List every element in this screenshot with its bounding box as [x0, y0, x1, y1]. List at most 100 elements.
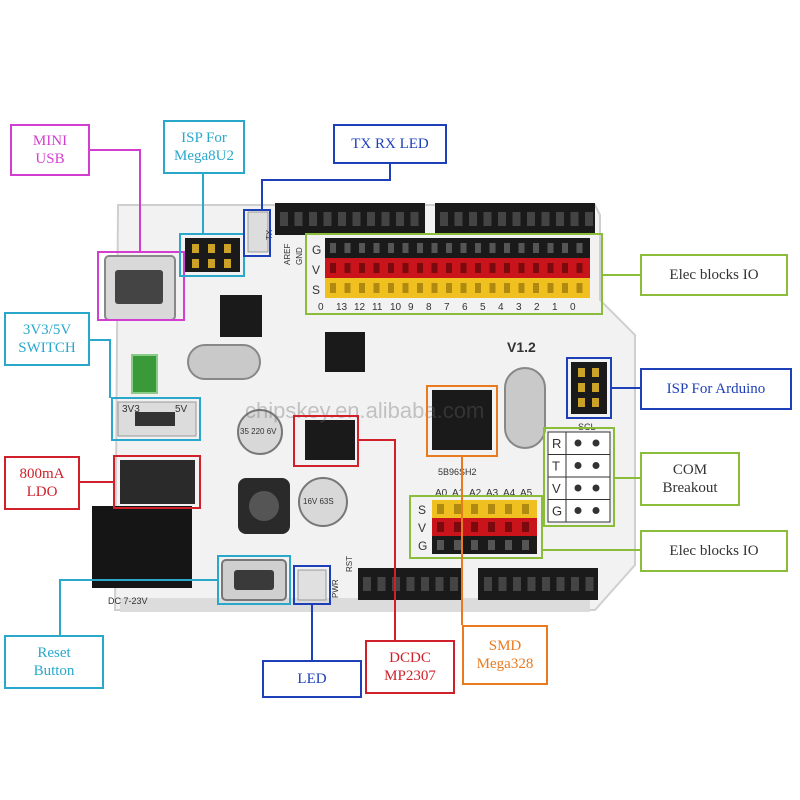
com-label: V — [552, 481, 561, 496]
pin-dot — [388, 263, 394, 273]
pin-row-g-bottom — [432, 536, 537, 554]
callout-switch: 3V3/5V SWITCH — [4, 312, 90, 366]
header-hole — [483, 212, 492, 226]
pin-row-v-bottom — [432, 518, 537, 536]
pin-dot — [344, 243, 351, 253]
com-pin — [574, 439, 582, 447]
header-hole — [367, 212, 375, 226]
watermark: chipskey.en.alibaba.com — [245, 398, 484, 423]
dc-jack — [92, 506, 192, 588]
header-hole — [323, 212, 332, 226]
isp-pin — [592, 383, 599, 392]
pin-dot — [489, 283, 496, 293]
pin-dot — [547, 263, 554, 273]
pin-dot — [388, 283, 394, 293]
analog-label: A0 — [435, 488, 448, 499]
header-hole — [513, 577, 521, 591]
isp-arduino-header — [571, 362, 607, 414]
pin-dot — [417, 263, 423, 273]
callout-ldo: 800mA LDO — [4, 456, 80, 510]
pin-dot — [505, 540, 512, 550]
cap-2-label: 16V 63S — [303, 497, 334, 506]
pin-dot — [446, 283, 452, 293]
pin-dot — [488, 522, 495, 532]
isp-pin — [192, 259, 199, 268]
pin-dot — [489, 263, 496, 273]
pin-dot — [454, 522, 461, 532]
pin-number: 10 — [390, 302, 402, 313]
isp-pin — [592, 368, 599, 377]
isp-pin — [578, 383, 585, 392]
pin-dot — [330, 283, 336, 293]
bottom-pin-dots — [437, 504, 529, 550]
pin-dot — [359, 263, 365, 273]
pin-dot — [576, 263, 583, 273]
pin-dot — [373, 263, 380, 273]
pin-number: 13 — [336, 302, 348, 313]
header-hole — [377, 577, 386, 591]
highlight-tx-rx-led — [243, 209, 271, 257]
crystal — [187, 344, 261, 380]
header-hole — [454, 212, 463, 226]
pin-dot — [562, 263, 568, 273]
version-label: V1.2 — [507, 339, 536, 355]
ldo-chip — [120, 460, 195, 504]
pin-dot — [402, 283, 409, 293]
pin-number: 11 — [372, 302, 383, 313]
header-hole — [440, 212, 448, 226]
header-hole — [410, 212, 419, 226]
header-hole — [498, 577, 507, 591]
pin-dot — [431, 263, 438, 273]
cap-1-label: 35 220 6V — [240, 427, 277, 436]
callout-tx-rx-led: TX RX LED — [333, 124, 447, 164]
pin-dot — [518, 243, 525, 253]
callout-elec-io-bottom: Elec blocks IO — [640, 530, 788, 572]
tx-rx-led-pads — [247, 211, 269, 253]
header-hole — [406, 577, 415, 591]
com-pin — [574, 507, 582, 514]
pin-dot — [373, 283, 380, 293]
highlight-switch — [111, 397, 201, 441]
sw-label-5v: 5V — [175, 404, 188, 415]
analog-label: A4 — [503, 488, 516, 499]
com-pin — [574, 484, 582, 492]
pin-dot — [547, 283, 554, 293]
pin-dot — [522, 540, 529, 550]
header-hole — [498, 212, 506, 226]
pin-dot — [504, 283, 510, 293]
header-hole — [541, 212, 550, 226]
pin-number: 9 — [408, 302, 414, 313]
analog-label: A3 — [486, 488, 499, 499]
header-hole — [309, 212, 317, 226]
pin-dot — [359, 243, 365, 253]
pin-dot — [402, 263, 409, 273]
top-row-label-g: G — [312, 243, 321, 257]
pin-number: 3 — [516, 302, 522, 313]
mini-usb-port — [115, 270, 163, 304]
inductor-core — [249, 491, 279, 521]
bottom-header-right — [478, 568, 598, 600]
header-hole — [338, 212, 346, 226]
pin-dot — [562, 283, 568, 293]
isp-pin — [224, 259, 231, 268]
pin-dot — [576, 243, 583, 253]
isp-arduino-pins — [578, 368, 599, 407]
header-hole — [352, 212, 361, 226]
slide-switch-knob — [135, 412, 175, 426]
chip-marking: 5B96SH2 — [438, 467, 477, 477]
analog-label: A1 — [452, 488, 465, 499]
header-hole — [484, 577, 492, 591]
pin-dot — [330, 243, 336, 253]
aref-label: AREF — [283, 244, 292, 265]
pin-dot — [475, 243, 481, 253]
pin-dot — [344, 283, 351, 293]
pin-dot — [417, 243, 423, 253]
pin-number: 12 — [354, 302, 366, 313]
pin-dot — [431, 283, 438, 293]
isp-pin — [208, 244, 215, 253]
pin-dot — [562, 243, 568, 253]
small-chip-1 — [325, 332, 365, 372]
crystal-mcu — [504, 367, 546, 449]
leader-switch — [90, 339, 111, 398]
